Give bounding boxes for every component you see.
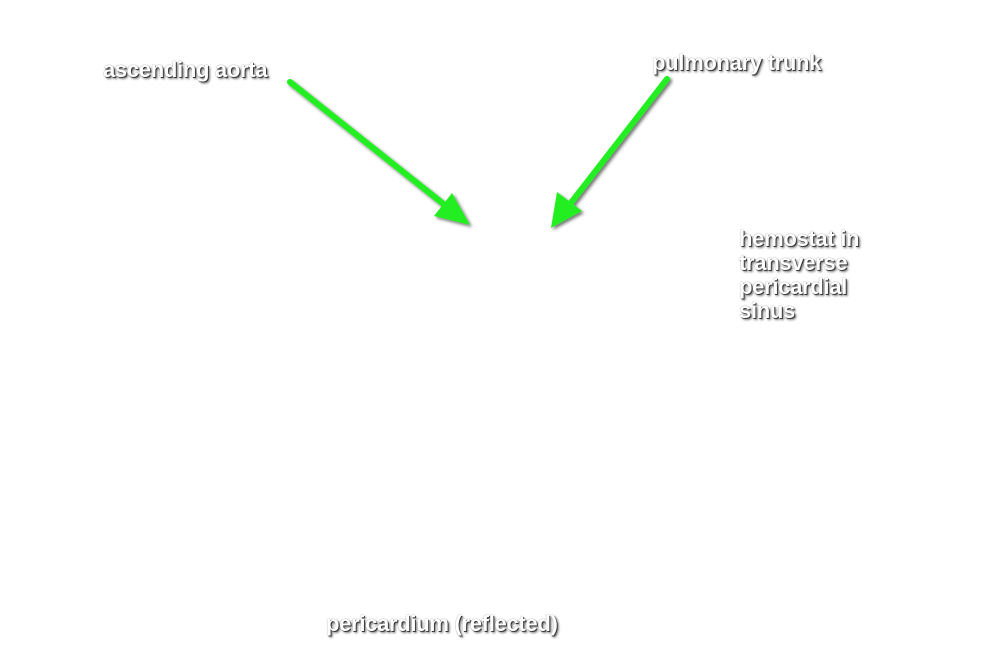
label-hemostat-line-1: hemostat in xyxy=(739,226,860,251)
label-hemostat-line-4: sinus xyxy=(739,298,795,323)
label-hemostat-line-2: transverse xyxy=(739,250,848,275)
arrow-ascending-aorta xyxy=(287,79,470,225)
label-pulmonary-trunk: pulmonary trunk xyxy=(652,50,822,75)
label-hemostat-line-3: pericardial xyxy=(739,274,847,299)
label-pericardium-reflected: pericardium (reflected) xyxy=(326,611,558,636)
label-ascending-aorta: ascending aorta xyxy=(103,57,268,82)
label-hemostat-transverse-sinus: hemostat in transverse pericardial sinus xyxy=(739,227,889,323)
arrow-pulmonary-trunk xyxy=(551,76,670,228)
